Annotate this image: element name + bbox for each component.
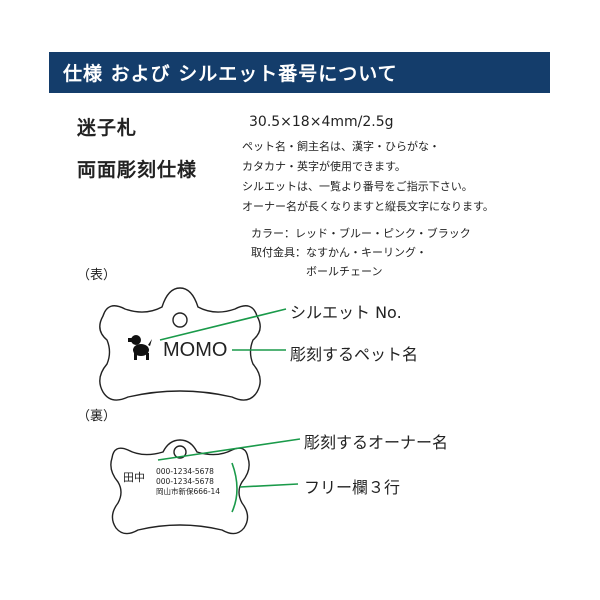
description-line: ペット名・飼主名は、漢字・ひらがな・ bbox=[242, 140, 440, 153]
annotation-pet-name: 彫刻するペット名 bbox=[290, 345, 419, 364]
annotation-owner-name: 彫刻するオーナー名 bbox=[304, 433, 449, 452]
spec-description: ペット名・飼主名は、漢字・ひらがな・ カタカナ・英字が使用できます。 シルエット… bbox=[242, 137, 494, 217]
front-tag bbox=[99, 287, 261, 401]
leader-owner-name bbox=[157, 438, 301, 461]
description-line: オーナー名が長くなりますと縦長文字になります。 bbox=[242, 200, 494, 213]
front-tag-hole bbox=[172, 312, 188, 328]
leader-silhouette bbox=[159, 308, 287, 341]
description-line: シルエットは、一覧より番号をご指示下さい。 bbox=[242, 180, 473, 193]
free-lines-bracket bbox=[231, 462, 238, 513]
fitting-options-cont: ボールチェーン bbox=[251, 265, 383, 278]
back-tag bbox=[110, 439, 250, 535]
owner-name-engraving: 田中 bbox=[123, 471, 145, 484]
free-line: 000-1234-5678 bbox=[156, 467, 214, 476]
dog-silhouette-icon bbox=[128, 335, 152, 360]
section-header: 仕様 および シルエット番号について bbox=[49, 52, 550, 93]
spec-options: カラー：レッド・ブルー・ピンク・ブラック 取付金具：なすかん・キーリング・ ボー… bbox=[251, 224, 471, 281]
free-line: 000-1234-5678 bbox=[156, 477, 214, 486]
color-options: カラー：レッド・ブルー・ピンク・ブラック bbox=[251, 227, 471, 240]
free-line: 岡山市新保666-14 bbox=[156, 487, 221, 496]
engraving-type: 両面彫刻仕様 bbox=[77, 159, 198, 181]
fitting-options: 取付金具：なすかん・キーリング・ bbox=[251, 246, 427, 259]
free-lines-engraving: 000-1234-5678 000-1234-5678 岡山市新保666-14 bbox=[156, 467, 220, 497]
front-side-label: （表） bbox=[77, 268, 117, 283]
annotation-silhouette: シルエット No. bbox=[290, 303, 402, 322]
annotation-free-lines: フリー欄３行 bbox=[304, 478, 401, 497]
front-tag-outline bbox=[99, 287, 261, 401]
section-title: 仕様 および シルエット番号について bbox=[63, 63, 398, 85]
back-side-label: （裏） bbox=[77, 409, 117, 424]
pet-name-engraving: MOMO bbox=[163, 339, 228, 361]
back-tag-outline bbox=[110, 439, 250, 535]
back-tag-hole bbox=[173, 445, 187, 459]
leader-lines bbox=[157, 308, 301, 513]
description-line: カタカナ・英字が使用できます。 bbox=[242, 160, 406, 173]
leader-free-lines bbox=[239, 483, 299, 488]
product-dimensions: 30.5×18×4mm/2.5g bbox=[249, 114, 394, 130]
product-name: 迷子札 bbox=[77, 117, 138, 139]
